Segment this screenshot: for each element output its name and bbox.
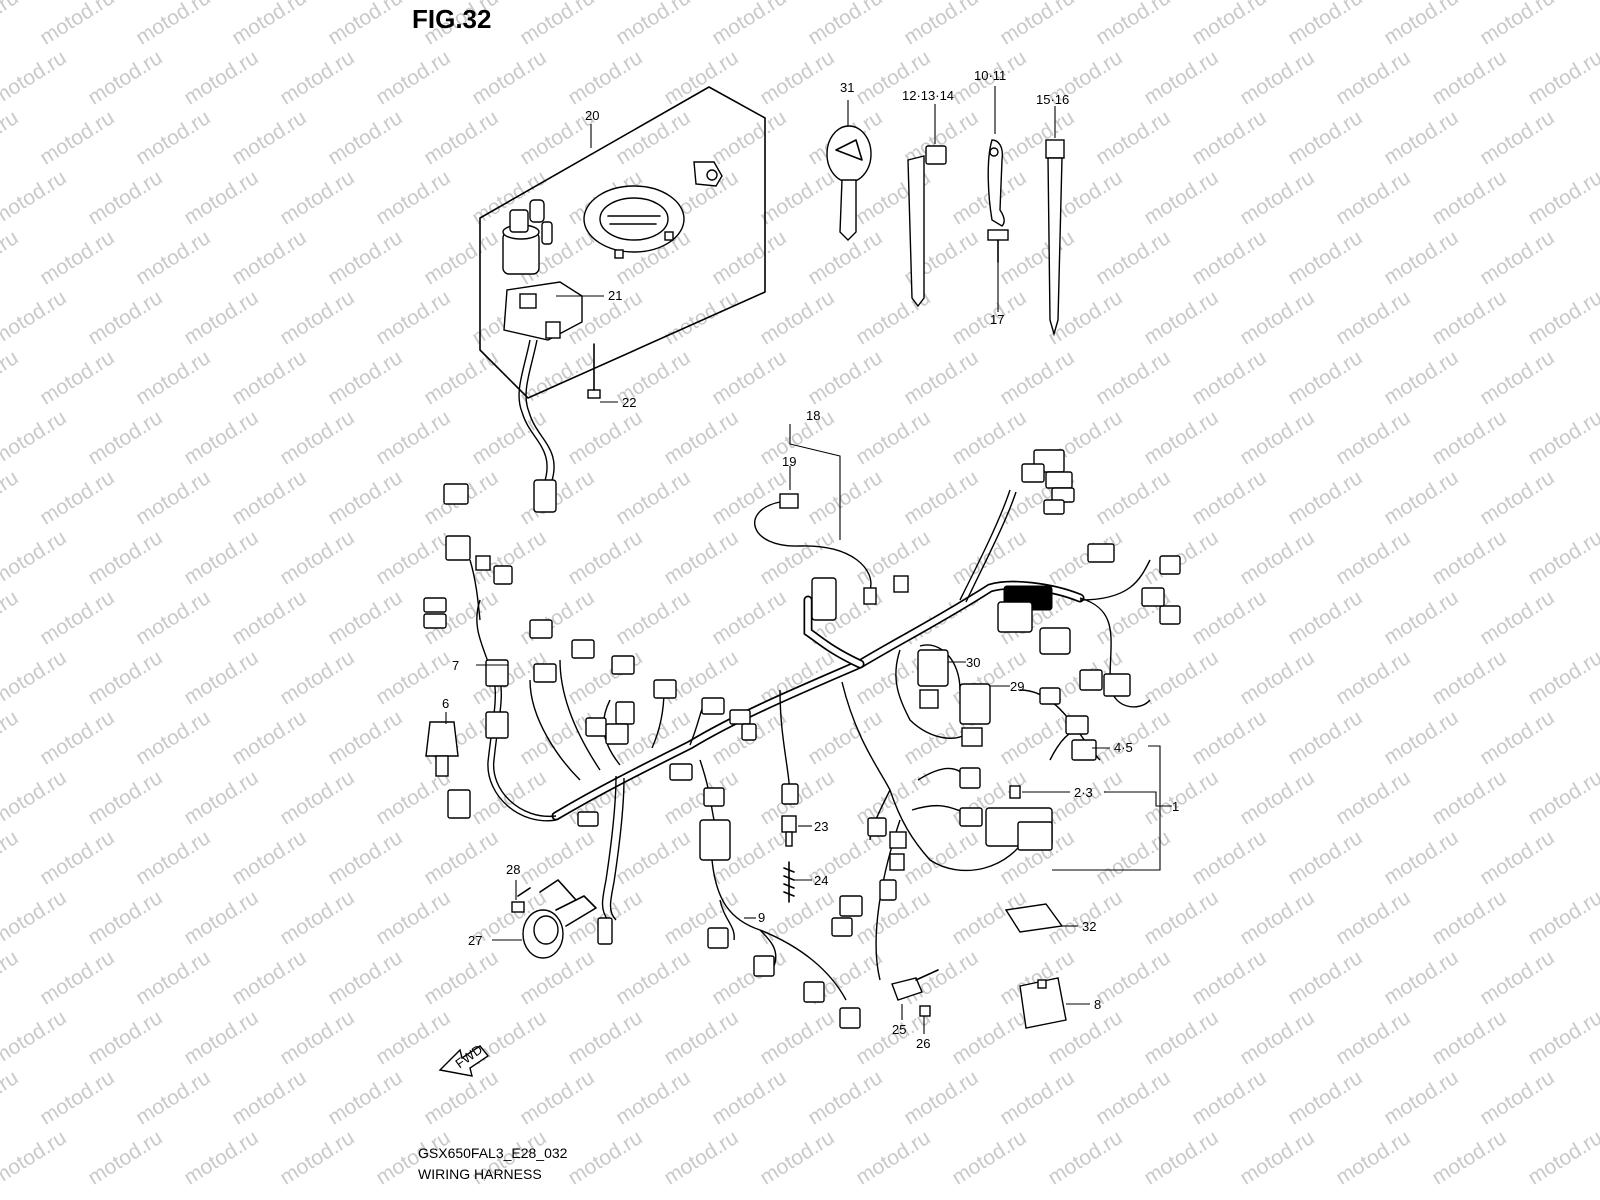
callout-22: 22 <box>622 395 636 410</box>
figure-caption: WIRING HARNESS <box>418 1166 542 1182</box>
callout-18: 18 <box>806 408 820 423</box>
callout-25: 25 <box>892 1022 906 1037</box>
relay-8 <box>1019 977 1067 1029</box>
clamp-12 <box>907 104 947 308</box>
callout-9: 9 <box>758 910 765 925</box>
figure-title: FIG.32 <box>412 4 492 34</box>
part-24-spring <box>783 861 795 903</box>
callout-17: 17 <box>990 312 1004 327</box>
callout-26: 26 <box>916 1036 930 1051</box>
label-32 <box>1004 903 1064 933</box>
callout-24: 24 <box>814 873 828 888</box>
callout-31: 31 <box>840 80 854 95</box>
callout-15-16: 15·16 <box>1036 92 1069 107</box>
horn-27 <box>522 879 597 959</box>
main-harness-trunk <box>551 580 1085 821</box>
callout-19: 19 <box>782 454 796 469</box>
callout-labels: 20 21 22 31 12·13·14 10·11 15·16 17 18 1… <box>442 68 1179 1071</box>
harness-connectors <box>423 449 1181 1029</box>
figure-footer: GSX650FAL3_E28_032 WIRING HARNESS <box>418 1143 567 1185</box>
part-23-switch <box>781 815 797 847</box>
clamp-10 <box>987 86 1005 227</box>
callout-27: 27 <box>468 933 482 948</box>
callout-29: 29 <box>1010 679 1024 694</box>
callout-4-5: 4·5 <box>1114 740 1133 755</box>
screw-22 <box>587 343 618 403</box>
callout-23: 23 <box>814 819 828 834</box>
callout-12-13-14: 12·13·14 <box>902 88 954 103</box>
switch-25 <box>891 969 939 1017</box>
callout-6: 6 <box>442 696 449 711</box>
ignition-wire <box>518 339 557 513</box>
callout-10-11: 10·11 <box>974 68 1006 83</box>
fwd-arrow <box>438 1045 490 1077</box>
callout-28: 28 <box>506 862 520 877</box>
key-31 <box>826 100 872 241</box>
callout-20: 20 <box>585 108 599 123</box>
seat-lock-cylinder <box>693 161 723 187</box>
model-code: GSX650FAL3_E28_032 <box>418 1145 568 1161</box>
ignition-switch <box>502 199 604 341</box>
lock-set-box <box>479 86 766 399</box>
callout-32: 32 <box>1082 919 1096 934</box>
callout-1: 1 <box>1172 799 1179 814</box>
bolt-17 <box>987 229 1009 312</box>
callout-7: 7 <box>452 658 459 673</box>
fuel-cap <box>583 185 685 259</box>
callout-leaders <box>445 661 1172 1034</box>
clamp-15 <box>1045 106 1065 337</box>
callout-21: 21 <box>608 288 622 303</box>
bolt-28 <box>511 887 531 913</box>
callout-8: 8 <box>1094 997 1101 1012</box>
callout-30: 30 <box>966 655 980 670</box>
part-6 <box>425 721 459 777</box>
sensor-lead-19 <box>754 424 877 605</box>
callout-2-3: 2·3 <box>1074 785 1093 800</box>
